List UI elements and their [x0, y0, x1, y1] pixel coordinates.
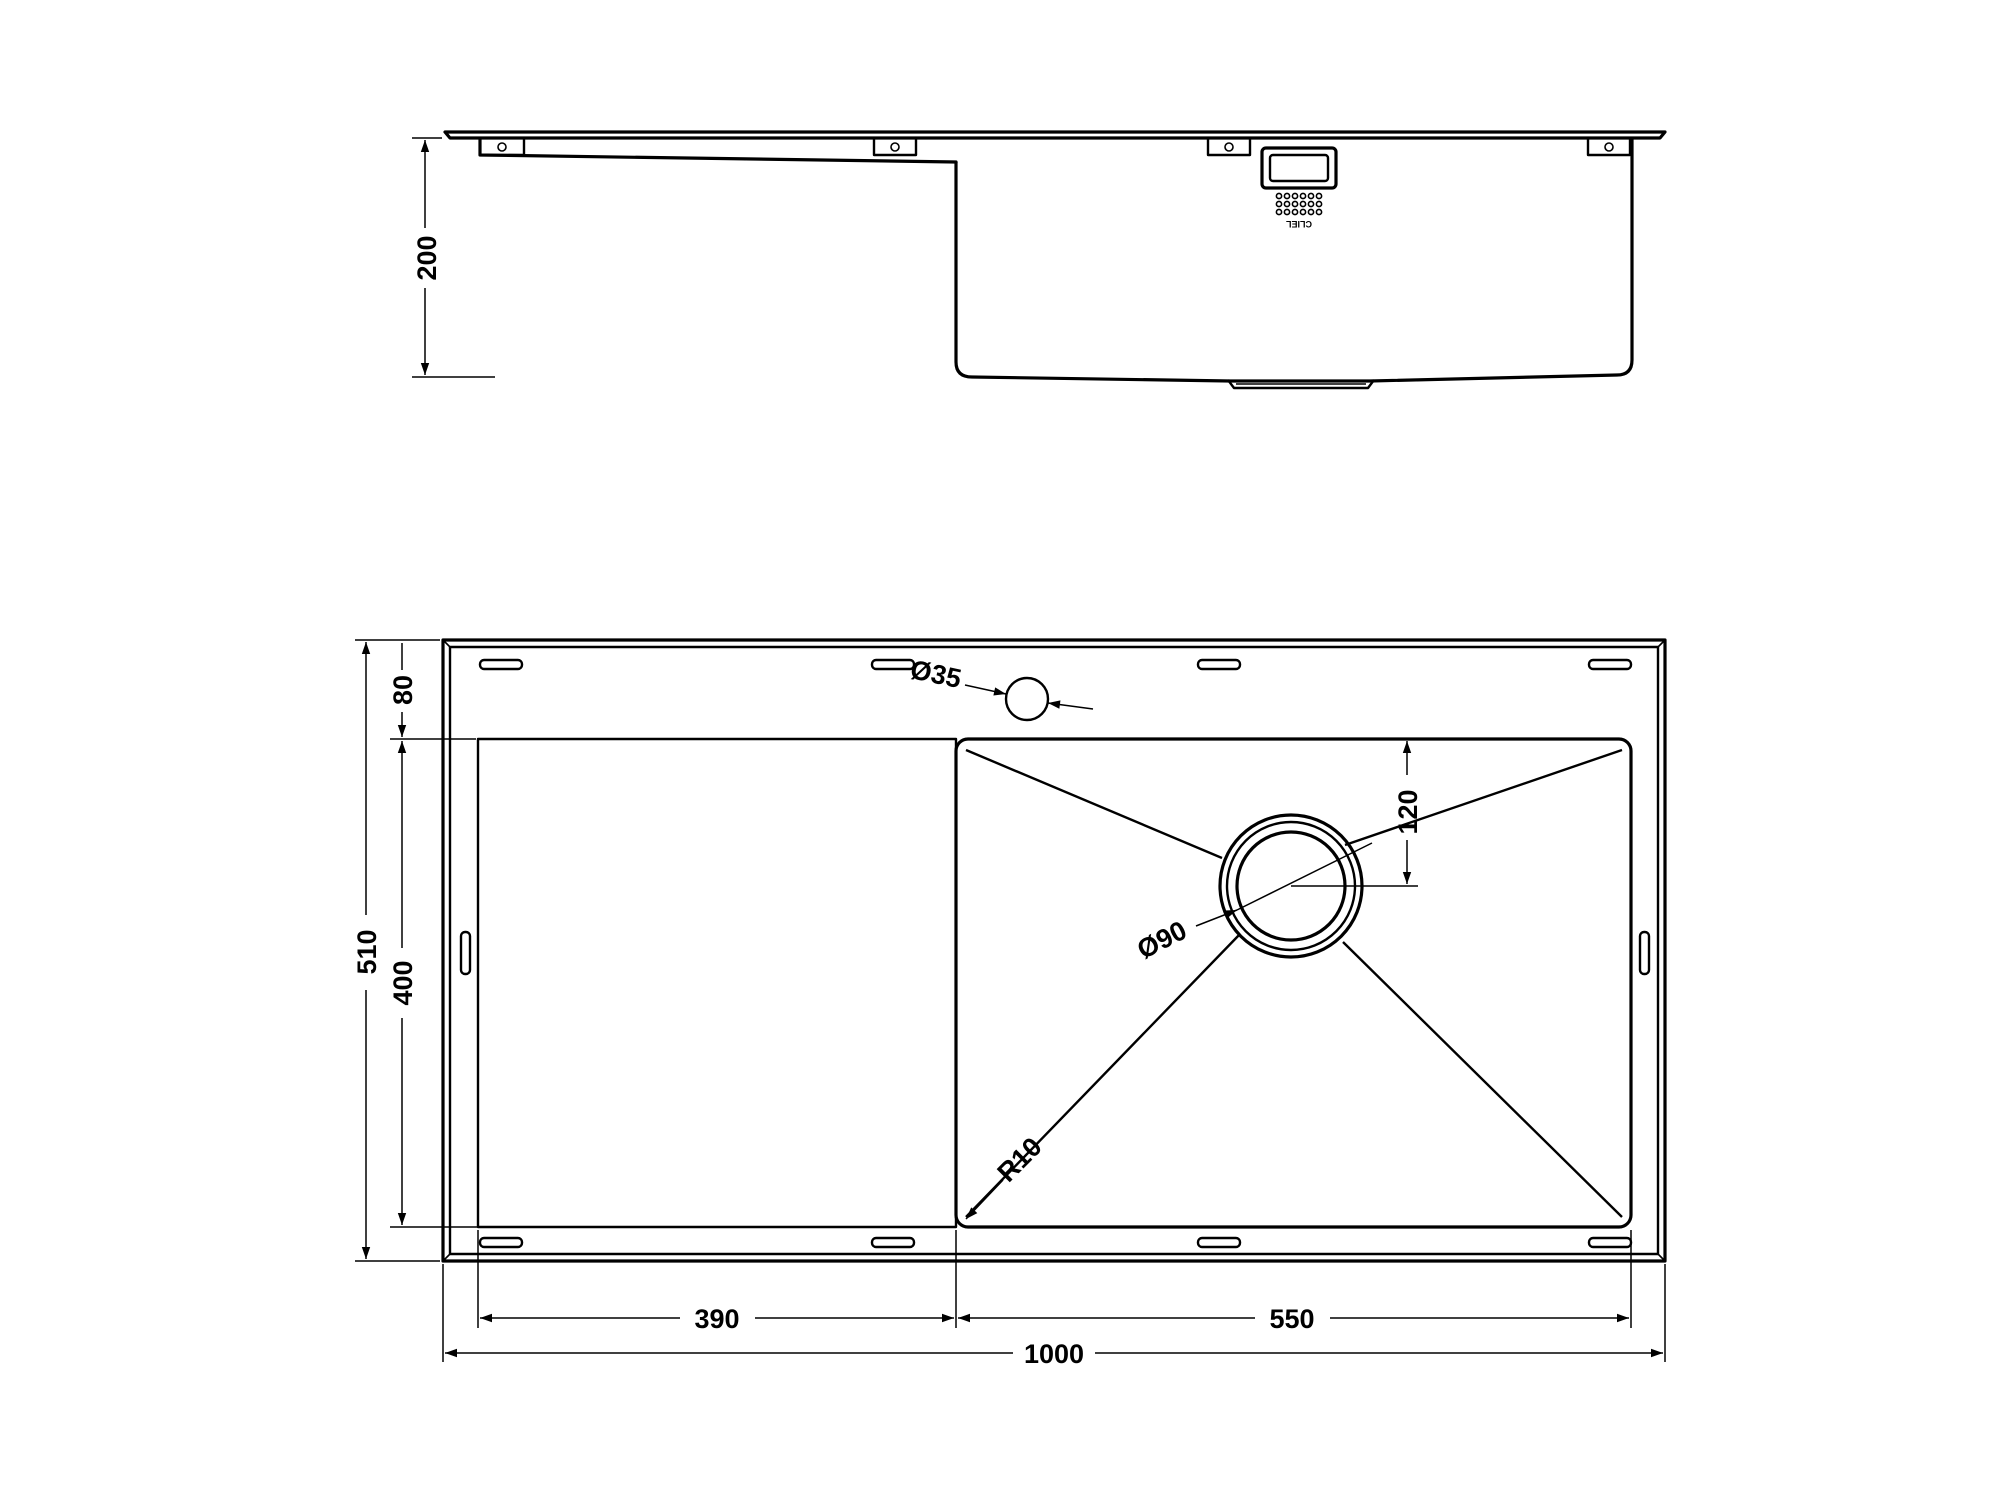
overflow-dot: [1283, 192, 1291, 200]
overflow-dot: [1299, 192, 1307, 200]
waste-offset-label: 120: [1393, 789, 1423, 834]
overflow-dot: [1275, 200, 1283, 208]
plan-drainer: [476, 737, 958, 1229]
overflow-dot: [1291, 200, 1299, 208]
drainer-width-label: 390: [694, 1304, 739, 1334]
waste-diameter-label: Ø90: [1132, 915, 1191, 965]
bowl-depth-label: 400: [388, 960, 418, 1005]
overflow-dot: [1283, 200, 1291, 208]
side-rim: [443, 130, 1667, 140]
side-depth-dimension: 200: [412, 137, 495, 378]
plan-clip-slots: [459, 658, 1651, 1249]
overall-depth-label: 510: [352, 929, 382, 974]
overflow-dot: [1315, 208, 1323, 216]
overflow-dot: [1307, 192, 1315, 200]
tap-hole-dimension: Ø35: [908, 654, 1094, 710]
plan-tap-hole: [1004, 676, 1050, 722]
side-view: CLIEL 200: [412, 130, 1667, 390]
side-overflow: CLIEL: [1260, 146, 1338, 229]
side-depth-label: 200: [412, 235, 442, 280]
overflow-dot: [1299, 208, 1307, 216]
overall-width-label: 1000: [1024, 1339, 1084, 1369]
waste-offset-dimension: 120: [1291, 741, 1423, 887]
overflow-dot: [1307, 200, 1315, 208]
overflow-dot: [1291, 192, 1299, 200]
overflow-dot: [1283, 208, 1291, 216]
plan-depth-dimensions: 510 400 80: [352, 639, 953, 1262]
side-mounting-clips: [478, 136, 1632, 157]
side-drainer-profile: [478, 138, 958, 164]
plan-bowl-fold-lines: [965, 748, 1623, 1218]
overflow-dot: [1299, 200, 1307, 208]
rear-ledge-label: 80: [388, 675, 418, 705]
side-waste-outlet: [1227, 379, 1375, 390]
overflow-dot: [1315, 192, 1323, 200]
plan-bowl: [954, 737, 1633, 1229]
plan-view: 390 550 1000 510 400 80: [352, 638, 1667, 1369]
plan-inner-edge: [448, 645, 1660, 1256]
overflow-dot: [1275, 208, 1283, 216]
overflow-dot: [1307, 208, 1315, 216]
overflow-dot: [1275, 192, 1283, 200]
overflow-dot: [1291, 208, 1299, 216]
plan-outer-edge: [441, 638, 1667, 1263]
overflow-dot: [1315, 200, 1323, 208]
side-bowl-profile: [954, 138, 1634, 383]
bowl-width-label: 550: [1269, 1304, 1314, 1334]
corner-radius-dimension: R10: [965, 1132, 1048, 1220]
plan-width-dimensions: 390 550 1000: [442, 1230, 1666, 1369]
side-logo-text: CLIEL: [1285, 219, 1312, 229]
tap-hole-label: Ø35: [908, 654, 964, 694]
